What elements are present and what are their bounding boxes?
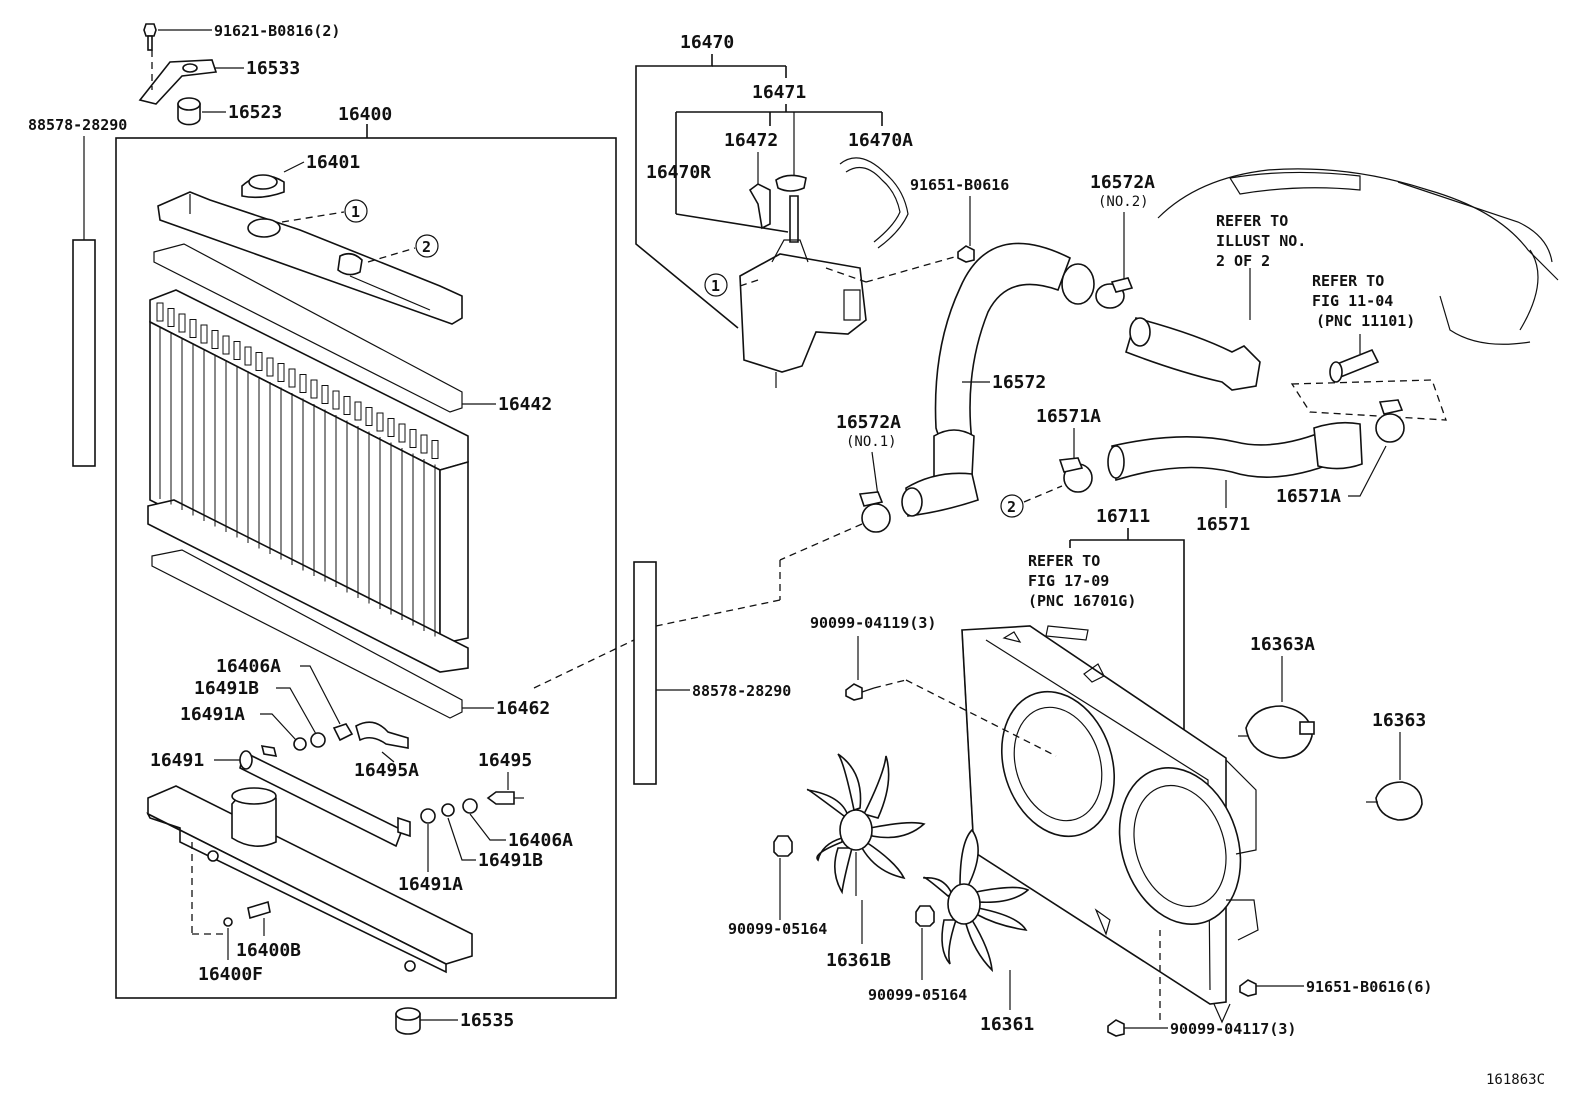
- label-16495: 16495: [478, 750, 532, 771]
- upper-tank-part: 1 2: [157, 191, 463, 325]
- cushion-16535-part: 16535: [395, 1007, 514, 1035]
- seal-left-part: 88578-28290: [28, 116, 127, 467]
- label-91621-B0816: 91621-B0816(2): [214, 22, 340, 40]
- label-16491: 16491: [150, 750, 204, 771]
- label-16491B-lower: 16491B: [478, 850, 543, 871]
- fan-16361-part: [923, 828, 1030, 973]
- label-refer-fig1104-2: FIG 11-04: [1312, 292, 1393, 310]
- label-16400B: 16400B: [236, 940, 301, 961]
- reserve-tank-group: 16470 16471 16472 16470A 16470R 1 91651-…: [635, 32, 1009, 388]
- label-no2: (NO.2): [1098, 194, 1149, 210]
- label-refer-fig1104-3: (PNC 11101): [1316, 312, 1415, 330]
- label-16363: 16363: [1372, 710, 1426, 731]
- label-16523: 16523: [228, 102, 282, 123]
- label-90099-04117: 90099-04117(3): [1170, 1020, 1296, 1038]
- fan-shroud-group: 16711 REFER TO FIG 17-09 (PNC 16701G) 90…: [728, 506, 1432, 1038]
- label-refer-fig1709-3: (PNC 16701G): [1028, 592, 1136, 610]
- label-16401: 16401: [306, 152, 360, 173]
- label-refer-fig1709-1: REFER TO: [1028, 552, 1100, 570]
- bracket-16533-part: 16533: [138, 50, 300, 105]
- figure-id: 161863C: [1486, 1072, 1545, 1088]
- label-16442: 16442: [498, 394, 552, 415]
- label-no1: (NO.1): [846, 434, 897, 450]
- label-16491B-upper: 16491B: [194, 678, 259, 699]
- cushion-16523-part: 16523: [177, 97, 282, 126]
- radiator-core-part: [147, 289, 469, 673]
- lower-tank-part: 16400B 16400F: [146, 785, 473, 985]
- label-16363A: 16363A: [1250, 634, 1315, 655]
- label-refer-fig1709-2: FIG 17-09: [1028, 572, 1109, 590]
- label-refer-illust-2: ILLUST NO.: [1216, 232, 1306, 250]
- label-16470R: 16470R: [646, 162, 711, 183]
- label-16361: 16361: [980, 1014, 1034, 1035]
- circle-2-upper: 2: [422, 238, 431, 256]
- label-16571A-left: 16571A: [1036, 406, 1101, 427]
- label-refer-fig1104-1: REFER TO: [1312, 272, 1384, 290]
- hoses-group: 16572A (NO.2) 16572 16572A (NO.1) REFER …: [655, 168, 1559, 627]
- label-16571: 16571: [1196, 514, 1250, 535]
- label-16535: 16535: [460, 1010, 514, 1031]
- label-90099-05164-left: 90099-05164: [728, 920, 827, 938]
- label-16462: 16462: [496, 698, 550, 719]
- label-16491A-upper: 16491A: [180, 704, 245, 725]
- core-fins: [156, 302, 439, 637]
- radiator-assy-frame: [115, 137, 617, 999]
- label-16406A-lower: 16406A: [508, 830, 573, 851]
- label-16400F: 16400F: [198, 964, 263, 985]
- label-16406A-upper: 16406A: [216, 656, 281, 677]
- oil-cooler-fittings: 16406A 16491B 16491A 16495A 16491 16495: [150, 656, 573, 895]
- label-91651-B0616-6: 91651-B0616(6): [1306, 978, 1432, 996]
- label-90099-05164-center: 90099-05164: [868, 986, 967, 1004]
- label-16470: 16470: [680, 32, 734, 53]
- fan-16361B-part: [806, 753, 926, 895]
- label-16470A: 16470A: [848, 130, 913, 151]
- label-91651-B0616: 91651-B0616: [910, 176, 1009, 194]
- radiator-cap-part: 16401: [241, 152, 360, 199]
- label-16361B: 16361B: [826, 950, 891, 971]
- label-16572A-no2: 16572A: [1090, 172, 1155, 193]
- label-16471: 16471: [752, 82, 806, 103]
- label-16472: 16472: [724, 130, 778, 151]
- label-refer-illust-1: REFER TO: [1216, 212, 1288, 230]
- bracket-bolt-part: 91621-B0816(2): [143, 22, 340, 51]
- label-16533: 16533: [246, 58, 300, 79]
- label-88578-28290-left: 88578-28290: [28, 116, 127, 134]
- label-16572A-no1: 16572A: [836, 412, 901, 433]
- circle-2-hose: 2: [1007, 498, 1016, 516]
- label-16711: 16711: [1096, 506, 1150, 527]
- label-88578-28290-center: 88578-28290: [692, 682, 791, 700]
- seal-center-part: 88578-28290: [533, 561, 791, 785]
- circle-1-tank: 1: [711, 277, 720, 295]
- label-16491A-lower: 16491A: [398, 874, 463, 895]
- label-90099-04119: 90099-04119(3): [810, 614, 936, 632]
- label-16572: 16572: [992, 372, 1046, 393]
- label-refer-illust-3: 2 OF 2: [1216, 252, 1270, 270]
- label-16571A-right: 16571A: [1276, 486, 1341, 507]
- label-16400: 16400: [338, 104, 392, 125]
- label-16495A: 16495A: [354, 760, 419, 781]
- circle-1-upper: 1: [351, 203, 360, 221]
- radiator-assembly-group: 16400 91621-B0816(2) 16533 16523 88578-2…: [28, 22, 617, 1035]
- gasket-upper-part: 16442: [153, 243, 552, 415]
- gasket-lower-part: 16462: [151, 549, 550, 719]
